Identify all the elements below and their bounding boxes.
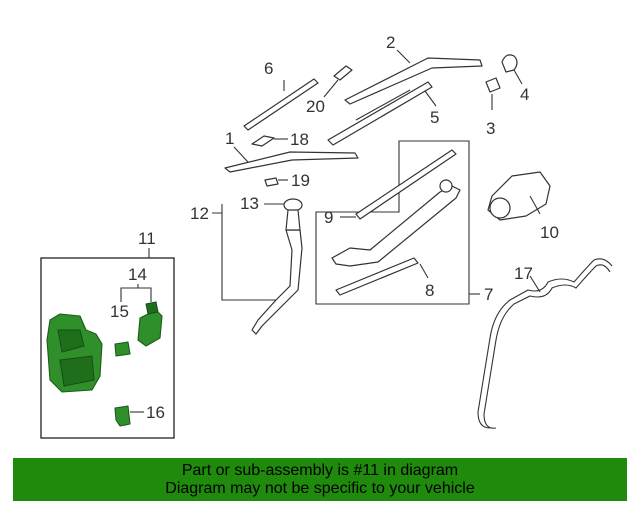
part-17-washer-hose[interactable] — [477, 258, 613, 429]
banner-line-1: Part or sub-assembly is #11 in diagram — [181, 462, 459, 479]
callout-13: 13 — [240, 194, 259, 213]
callout-14: 14 — [128, 265, 147, 284]
part-5-wiper-blade[interactable] — [327, 81, 437, 146]
part-9-linkage-rod[interactable] — [340, 149, 457, 220]
callout-10: 10 — [540, 223, 559, 242]
part-4-cap[interactable] — [501, 54, 523, 85]
info-banner: Part or sub-assembly is #11 in diagram D… — [13, 458, 627, 501]
callout-3: 3 — [486, 119, 495, 138]
part-2-wiper-arm[interactable] — [344, 49, 483, 105]
callout-20: 20 — [306, 97, 325, 116]
callout-4: 4 — [520, 85, 529, 104]
linkage-box — [315, 140, 480, 305]
part-1-wiper-arm[interactable] — [224, 146, 359, 173]
part-18-cover[interactable] — [251, 135, 288, 147]
part-11-washer-reservoir[interactable] — [46, 313, 103, 393]
callout-5: 5 — [430, 108, 439, 127]
callout-9: 9 — [324, 208, 333, 227]
callout-19: 19 — [291, 171, 310, 190]
part-14-washer-pump[interactable] — [137, 301, 163, 347]
callout-17: 17 — [514, 264, 533, 283]
part-11-group-box — [40, 257, 175, 439]
callout-8: 8 — [425, 281, 434, 300]
callout-18: 18 — [290, 130, 309, 149]
part-10-wiper-motor[interactable] — [487, 171, 551, 221]
callout-11: 11 — [138, 229, 156, 248]
part-8-linkage-rod[interactable] — [335, 257, 429, 296]
callout-1: 1 — [225, 129, 234, 148]
parts-diagram: 6 20 2 5 4 3 18 1 1 — [40, 33, 613, 439]
callout-12: 12 — [190, 204, 209, 223]
part-12-filler-neck[interactable] — [251, 198, 303, 335]
part-16-level-sensor[interactable] — [114, 405, 144, 427]
banner-line-2: Diagram may not be specific to your vehi… — [165, 480, 475, 497]
part-7-linkage-assembly[interactable] — [331, 179, 461, 267]
part-6-blade-refill[interactable] — [243, 78, 319, 131]
part-15-grommet[interactable] — [114, 341, 131, 357]
callout-7: 7 — [484, 285, 493, 304]
part-19-clip[interactable] — [264, 177, 288, 187]
part-20-clip[interactable] — [323, 65, 353, 98]
callout-6: 6 — [264, 59, 273, 78]
callout-15: 15 — [110, 302, 129, 321]
part-3-nut[interactable] — [485, 77, 501, 110]
callout-2: 2 — [386, 33, 395, 52]
callout-16: 16 — [146, 403, 165, 422]
